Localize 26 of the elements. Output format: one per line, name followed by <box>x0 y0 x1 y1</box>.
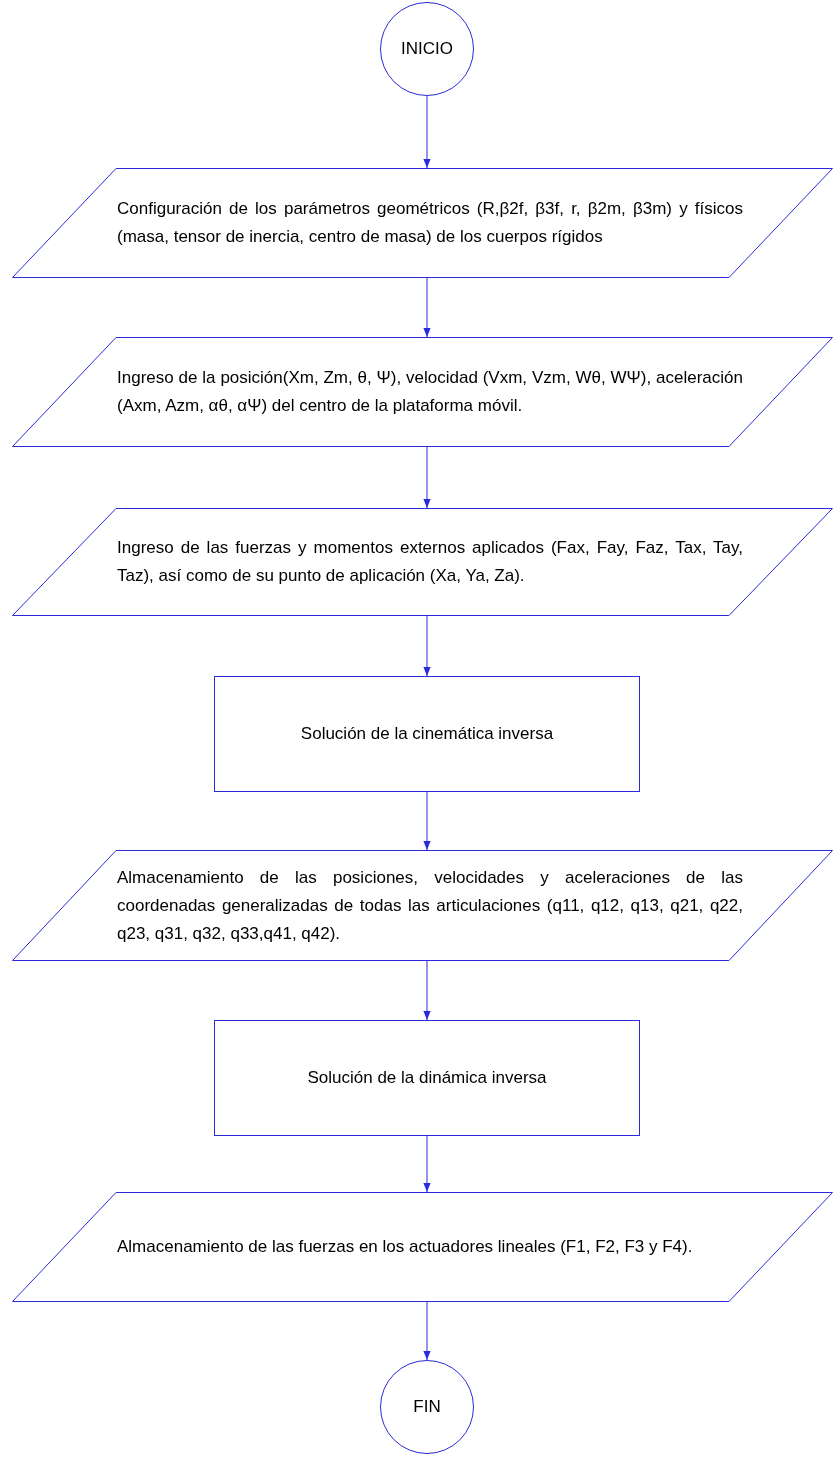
step-text: Configuración de los parámetros geométricos (R,β2f, β3f, r, β2m, β3m) y físicos (masa, tensor de inercia, centro de masa) de los cuerpos rígidos <box>117 198 743 248</box>
input-output-parallelogram <box>12 508 833 616</box>
terminal-label: FIN <box>413 1396 441 1418</box>
step-text: Solución de la cinemática inversa <box>300 723 554 745</box>
input-output-parallelogram <box>12 850 833 961</box>
input-output-parallelogram <box>12 337 833 447</box>
terminal-circle <box>380 1360 474 1454</box>
step-text: Ingreso de la posición(Xm, Zm, θ, Ψ), velocidad (Vxm, Vzm, Wθ, WΨ), aceleración (Axm, Azm, αθ, αΨ) del centro de la plataforma móvil. <box>117 367 743 417</box>
input-output-parallelogram <box>12 1192 833 1302</box>
arrow <box>423 95 431 169</box>
arrow <box>423 1301 431 1361</box>
step-text: Almacenamiento de las fuerzas en los actuadores lineales (F1, F2, F3 y F4). <box>117 1236 694 1258</box>
arrow <box>423 960 431 1021</box>
process-box <box>214 1020 640 1136</box>
arrow <box>423 277 431 338</box>
arrow <box>423 446 431 509</box>
terminal-circle <box>380 2 474 96</box>
process-box <box>214 676 640 792</box>
arrow <box>423 615 431 677</box>
step-text: Ingreso de las fuerzas y momentos externos aplicados (Fax, Fay, Faz, Tax, Tay, Taz), así como de su punto de aplicación (Xa, Ya, Za). <box>117 537 743 587</box>
arrow <box>423 1135 431 1193</box>
step-text: Almacenamiento de las posiciones, velocidades y aceleraciones de las coordenadas generalizadas de todas las articulaciones (q11, q12, q13, q21, q22, q23, q31, q32, q33,q41, q42). <box>117 866 743 945</box>
step-text: Solución de la dinámica inversa <box>307 1067 547 1089</box>
terminal-label: INICIO <box>401 38 453 60</box>
arrow <box>423 791 431 851</box>
input-output-parallelogram <box>12 168 833 278</box>
